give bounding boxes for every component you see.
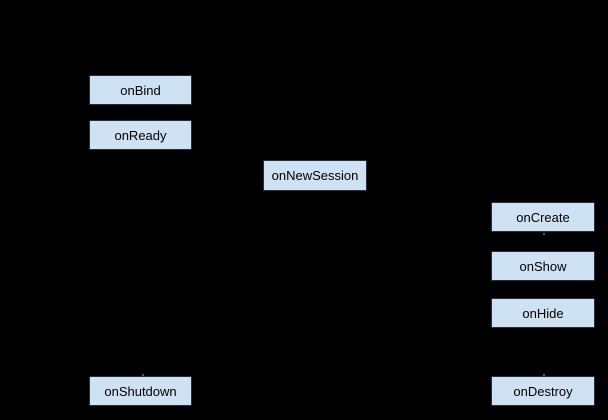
connector-endpoint-dot — [543, 233, 545, 235]
node-onDestroy: onDestroy — [491, 376, 595, 406]
node-onNewSession: onNewSession — [263, 160, 367, 191]
node-onHide: onHide — [491, 298, 595, 328]
node-onShow: onShow — [491, 251, 595, 281]
node-onBind: onBind — [89, 75, 192, 105]
node-label: onNewSession — [271, 168, 359, 183]
connector-endpoint-dot — [543, 374, 545, 376]
node-label: onHide — [522, 305, 564, 321]
connector-endpoint-dot — [142, 374, 144, 376]
node-onReady: onReady — [89, 120, 192, 150]
node-label: onShutdown — [104, 383, 177, 399]
node-label: onDestroy — [513, 383, 573, 399]
node-onShutdown: onShutdown — [89, 376, 192, 406]
node-label: onReady — [114, 127, 167, 143]
node-label: onCreate — [516, 209, 570, 225]
node-label: onShow — [519, 258, 567, 274]
node-onCreate: onCreate — [491, 202, 595, 232]
node-label: onBind — [120, 82, 161, 98]
